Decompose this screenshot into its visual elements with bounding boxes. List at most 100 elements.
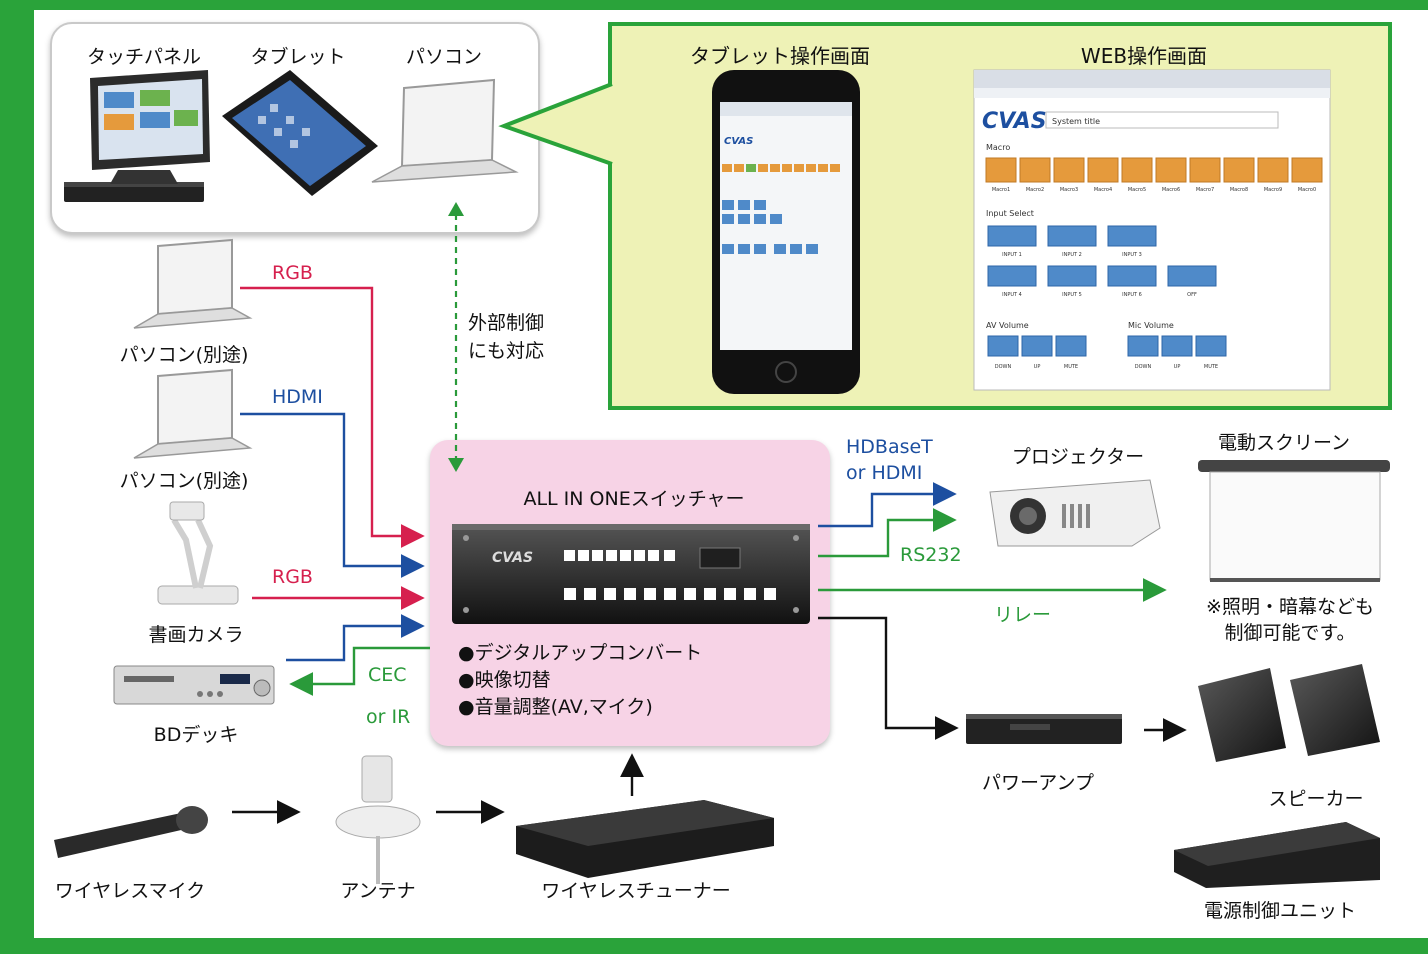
feature-item: ●映像切替 (458, 669, 551, 691)
switcher-button (664, 588, 676, 600)
volume-button (987, 335, 1019, 357)
or-hdmi-label: or HDMI (846, 462, 923, 484)
svg-text:Mic Volume: Mic Volume (1128, 321, 1174, 330)
pc2-label: パソコン(別途) (119, 470, 249, 492)
power-control-unit-image (1174, 822, 1380, 888)
switcher-button (564, 550, 575, 561)
speakers-image (1198, 664, 1380, 762)
switcher-button (578, 550, 589, 561)
bd-deck-label: BDデッキ (153, 724, 239, 746)
input-button-label: INPUT 2 (1062, 252, 1082, 258)
screen-note-2: 制御可能です。 (1224, 622, 1356, 644)
macro-button-label: Macro7 (1196, 187, 1214, 193)
switcher-title: ALL IN ONEスイッチャー (523, 488, 745, 510)
switcher-button (592, 550, 603, 561)
external-control-line1: 外部制御 (468, 312, 545, 334)
macro-button (1189, 157, 1221, 183)
screen-note-1: ※照明・暗幕なども (1206, 596, 1374, 618)
input-button (1107, 225, 1157, 247)
rgb-label-2: RGB (272, 566, 313, 588)
switcher-button (644, 588, 656, 600)
volume-button (1161, 335, 1193, 357)
volume-button-label: UP (1034, 364, 1041, 370)
macro-button (1019, 157, 1051, 183)
macro-button (1257, 157, 1289, 183)
input-button (1047, 265, 1097, 287)
web-screen-label: WEB操作画面 (1080, 44, 1208, 68)
laptop-1-image (133, 238, 253, 329)
wireless-mic-image (54, 806, 208, 858)
macro-button-label: Macro1 (992, 187, 1010, 193)
input-button-label: INPUT 6 (1122, 292, 1142, 298)
input-button (987, 265, 1037, 287)
rs232-line (818, 508, 957, 558)
switcher-button (624, 588, 636, 600)
wireless-tuner-image (516, 800, 774, 878)
tablet-image (222, 70, 378, 196)
external-control-arrow (448, 202, 464, 472)
touch-panel-image (64, 70, 210, 202)
switcher-button (744, 588, 756, 600)
svg-text:CVAS: CVAS (982, 109, 1047, 134)
document-camera-image (157, 501, 239, 605)
callout-pointer (498, 82, 613, 166)
bd-hdmi-line (286, 614, 425, 662)
laptop-2-image (133, 368, 253, 459)
antenna-image (335, 755, 421, 884)
pc-label: パソコン (405, 46, 483, 68)
macro-button-label: Macro4 (1094, 187, 1112, 193)
pc1-label: パソコン(別途) (119, 344, 249, 366)
macro-button-label: Macro3 (1060, 187, 1078, 193)
volume-button (1127, 335, 1159, 357)
electric-screen-image (1198, 460, 1390, 582)
input-button-label: OFF (1187, 292, 1197, 298)
volume-button-label: DOWN (995, 364, 1012, 370)
macro-button-label: Macro5 (1128, 187, 1146, 193)
switcher-button (634, 550, 645, 561)
switcher-features: ●デジタルアップコンバート ●映像切替 ●音量調整(AV,マイク) (458, 640, 702, 721)
cec-control-line (289, 646, 430, 696)
tablet-label: タブレット (250, 46, 346, 68)
hdbaset-label: HDBaseT (846, 436, 933, 458)
macro-button (985, 157, 1017, 183)
hdmi-label: HDMI (272, 386, 323, 408)
switcher-button (648, 550, 659, 561)
amp-line (818, 616, 959, 740)
wireless-mic-label: ワイヤレスマイク (54, 880, 206, 902)
speaker-label: スピーカー (1268, 788, 1364, 810)
screen-label: 電動スクリーン (1217, 432, 1351, 454)
hdbaset-line (818, 482, 957, 528)
switcher-device-image: CVAS (452, 524, 810, 624)
rs232-label: RS232 (900, 544, 962, 566)
touch-panel-label: タッチパネル (86, 46, 202, 68)
macro-button-label: Macro2 (1026, 187, 1044, 193)
power-amp-image (966, 714, 1122, 744)
input-button (1167, 265, 1217, 287)
macro-button-label: Macro8 (1230, 187, 1248, 193)
svg-text:Macro: Macro (986, 143, 1010, 152)
switcher-button (606, 550, 617, 561)
volume-button (1021, 335, 1053, 357)
macro-button-label: Macro0 (1298, 187, 1316, 193)
projector-image (989, 479, 1161, 547)
switcher-button (704, 588, 716, 600)
macro-button (1053, 157, 1085, 183)
input-button-label: INPUT 3 (1122, 252, 1142, 258)
feature-item: ●音量調整(AV,マイク) (458, 696, 653, 718)
switcher-button (684, 588, 696, 600)
switcher-button (764, 588, 776, 600)
volume-button-label: DOWN (1135, 364, 1152, 370)
feature-item: ●デジタルアップコンバート (458, 642, 703, 664)
external-control-line2: にも対応 (468, 340, 545, 362)
switcher-button (564, 588, 576, 600)
antenna-label: アンテナ (340, 880, 416, 902)
switcher-button (584, 588, 596, 600)
switcher-button (664, 550, 675, 561)
or-ir-label: or IR (366, 706, 411, 728)
pc-image (371, 78, 519, 183)
power-amp-label: パワーアンプ (982, 772, 1094, 794)
svg-text:CVAS: CVAS (724, 136, 753, 147)
